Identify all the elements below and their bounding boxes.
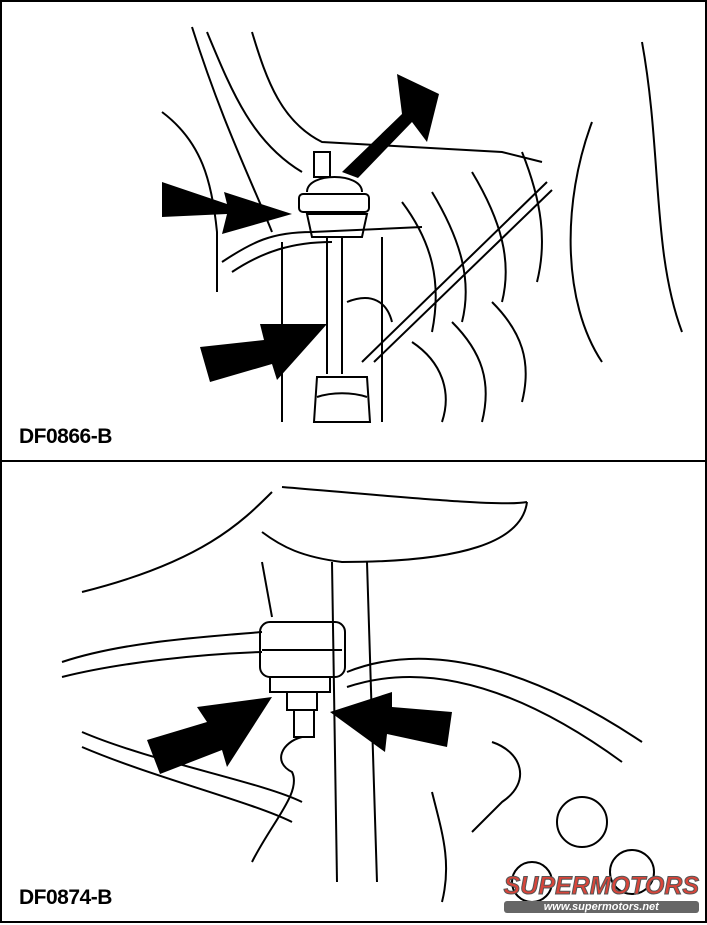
arrows: [147, 692, 452, 774]
watermark-url: www.supermotors.net: [503, 901, 699, 913]
stabilizer-link-lower-diagram: [61, 486, 655, 903]
arrows: [162, 74, 439, 382]
figure-panel-bottom: DF0874-B SUPERMOTORS www.supermotors.net: [0, 460, 707, 923]
watermark-logo: SUPERMOTORS www.supermotors.net: [503, 872, 700, 913]
arrow-link-rod: [200, 324, 327, 382]
arrow-washer: [162, 182, 292, 234]
stabilizer-link-upper-diagram: [161, 26, 683, 423]
arrow-nut: [342, 74, 439, 178]
watermark-brand: SUPERMOTORS: [503, 872, 699, 901]
arrow-lower-nut-left: [147, 697, 272, 774]
figure-panel-top: DF0866-B: [0, 0, 707, 462]
figure-label: DF0866-B: [19, 425, 112, 448]
arrow-lower-nut-right: [330, 692, 452, 752]
figure-label: DF0874-B: [19, 886, 112, 909]
